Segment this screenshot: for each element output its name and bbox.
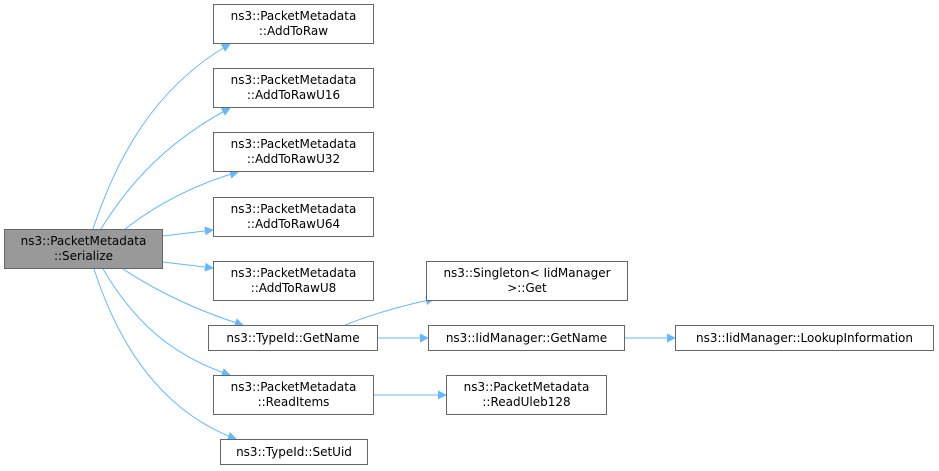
edge-serialize-to-addtorawu16 — [100, 107, 231, 230]
node-serialize-line-2: ::Serialize — [53, 249, 114, 263]
edge-serialize-to-addtorawu32 — [124, 169, 239, 230]
node-addtorawu8-line-2: ::AddToRawU8 — [250, 281, 337, 295]
node-addtorawu8-line-1: ns3::PacketMetadata — [230, 266, 357, 280]
node-addtorawu32-line-1: ns3::PacketMetadata — [230, 137, 357, 151]
node-readuleb128[interactable]: ns3::PacketMetadata ::ReadUleb128 — [446, 375, 607, 415]
node-iidmanager-getname[interactable]: ns3::IidManager::GetName — [428, 325, 625, 351]
edge-serialize-to-typeid-getname — [122, 268, 244, 327]
edge-serialize-to-addtorawu8 — [162, 261, 214, 272]
node-readitems-line-2: ::ReadItems — [257, 395, 330, 409]
node-addtorawu64-line-2: ::AddToRawU64 — [246, 217, 341, 231]
node-addtorawu8[interactable]: ns3::PacketMetadata ::AddToRawU8 — [213, 261, 374, 301]
node-serialize-line-1: ns3::PacketMetadata — [20, 234, 147, 248]
edge-serialize-to-typeid-setuid — [93, 268, 237, 441]
node-readitems-line-1: ns3::PacketMetadata — [230, 380, 357, 394]
node-singleton-get-line-2: >::Get — [507, 281, 547, 295]
edge-serialize-to-addtoraw — [92, 43, 231, 230]
node-addtorawu16-line-2: ::AddToRawU16 — [246, 88, 341, 102]
edge-serialize-to-addtorawu64 — [162, 226, 214, 237]
node-addtorawu64-line-1: ns3::PacketMetadata — [230, 202, 357, 216]
node-addtoraw-line-2: ::AddToRaw — [258, 24, 329, 38]
node-addtorawu32-line-2: ::AddToRawU32 — [246, 152, 341, 166]
node-serialize: ns3::PacketMetadata ::Serialize — [4, 229, 163, 269]
node-readuleb128-line-2: ::ReadUleb128 — [482, 395, 571, 409]
node-iidmanager-getname-line-1: ns3::IidManager::GetName — [445, 330, 608, 345]
edge-typeid-getname-to-singleton-get — [344, 296, 435, 326]
node-addtorawu32[interactable]: ns3::PacketMetadata ::AddToRawU32 — [213, 132, 374, 172]
node-typeid-setuid[interactable]: ns3::TypeId::SetUid — [220, 439, 368, 465]
node-typeid-getname[interactable]: ns3::TypeId::GetName — [208, 325, 378, 351]
node-addtorawu64[interactable]: ns3::PacketMetadata ::AddToRawU64 — [213, 197, 374, 237]
node-lookupinformation-line-1: ns3::IidManager::LookupInformation — [696, 330, 913, 345]
node-typeid-getname-line-1: ns3::TypeId::GetName — [226, 330, 360, 345]
node-readuleb128-line-1: ns3::PacketMetadata — [463, 380, 590, 394]
node-singleton-get-line-1: ns3::Singleton< IidManager — [443, 266, 611, 280]
node-addtorawu16-line-1: ns3::PacketMetadata — [230, 73, 357, 87]
node-addtoraw[interactable]: ns3::PacketMetadata ::AddToRaw — [213, 4, 374, 44]
node-addtoraw-line-1: ns3::PacketMetadata — [230, 9, 357, 23]
node-singleton-get[interactable]: ns3::Singleton< IidManager >::Get — [426, 261, 628, 301]
node-readitems[interactable]: ns3::PacketMetadata ::ReadItems — [213, 375, 374, 415]
node-lookupinformation[interactable]: ns3::IidManager::LookupInformation — [675, 325, 934, 351]
edge-serialize-to-readitems — [102, 268, 231, 377]
node-typeid-setuid-line-1: ns3::TypeId::SetUid — [236, 444, 352, 459]
node-addtorawu16[interactable]: ns3::PacketMetadata ::AddToRawU16 — [213, 68, 374, 108]
